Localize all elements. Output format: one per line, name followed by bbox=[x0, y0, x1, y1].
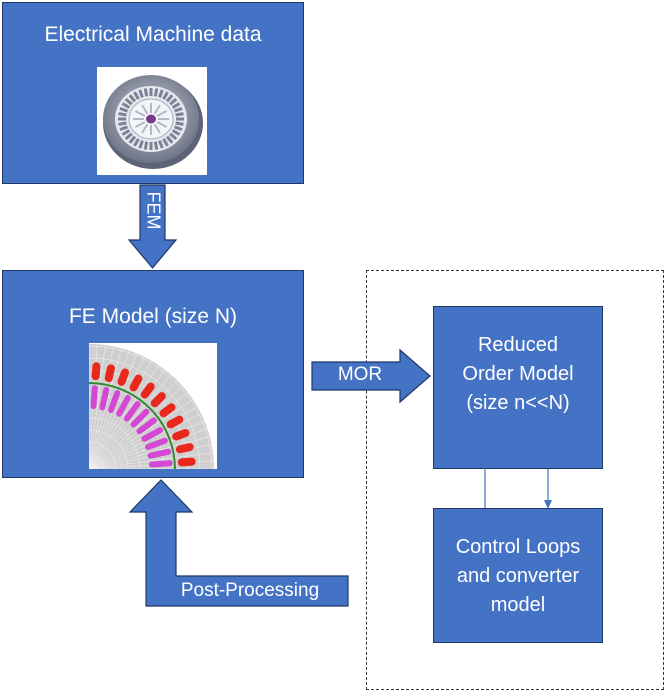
machine-data-box: Electrical Machine data bbox=[2, 2, 304, 184]
mor-label: MOR bbox=[337, 364, 383, 385]
fem-label: FEM bbox=[143, 191, 164, 230]
mor-arrow bbox=[311, 348, 431, 404]
post-processing-label: Post-Processing bbox=[180, 580, 320, 601]
reduced-order-model-box: Reduced Order Model (size n<<N) bbox=[433, 306, 603, 469]
fe-model-box: FE Model (size N) bbox=[2, 270, 304, 478]
reduced-order-model-text: Reduced Order Model (size n<<N) bbox=[462, 334, 574, 414]
post-processing-arrow bbox=[128, 479, 349, 607]
fe-mesh-image bbox=[88, 339, 219, 470]
machine-data-title: Electrical Machine data bbox=[44, 23, 262, 46]
control-loops-text: Control Loops and converter model bbox=[455, 536, 581, 616]
rom-to-control-arrowhead bbox=[544, 500, 552, 509]
control-loops-box: Control Loops and converter model bbox=[433, 508, 603, 643]
fe-model-title: FE Model (size N) bbox=[68, 305, 238, 328]
fem-arrow bbox=[127, 184, 178, 269]
machine-image bbox=[97, 67, 207, 175]
reduced-system-boundary bbox=[366, 270, 664, 690]
control-to-rom-arrowhead bbox=[481, 441, 489, 451]
